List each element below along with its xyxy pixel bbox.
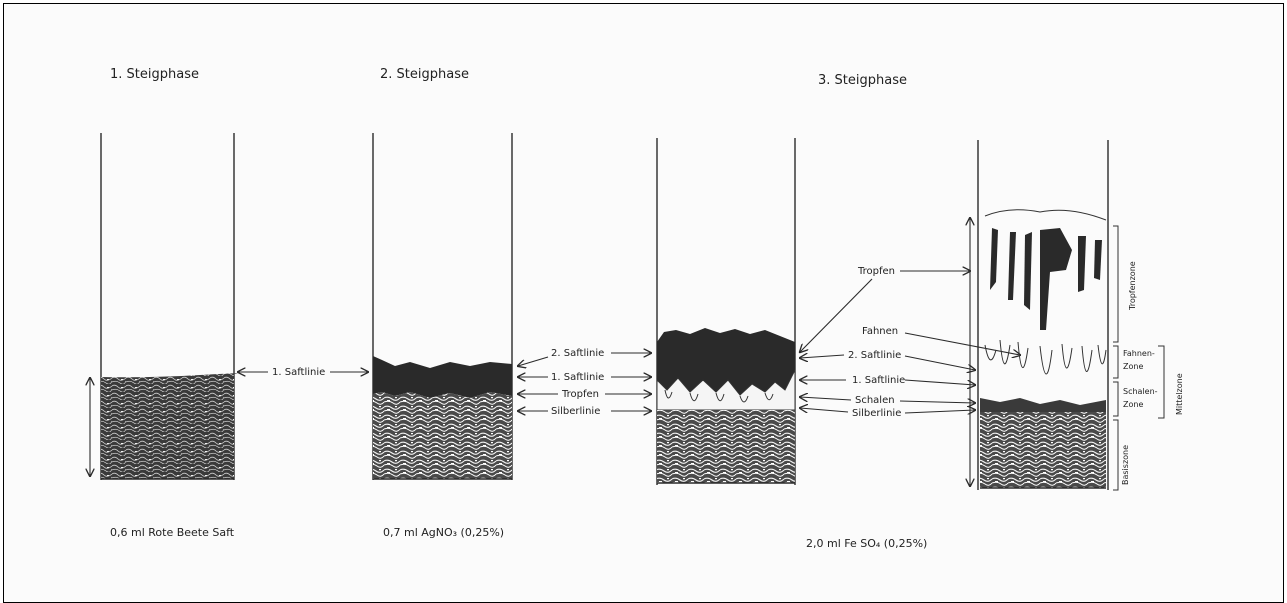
tube4-fill bbox=[980, 412, 1106, 488]
zone-schalen-2: Zone bbox=[1123, 400, 1143, 409]
label-saftlinie2-left: 2. Saftlinie bbox=[551, 348, 604, 359]
tube-4 bbox=[978, 140, 1108, 490]
label-saftlinie1-p1: 1. Saftlinie bbox=[272, 367, 325, 378]
zone-tropfenzone: Tropfenzone bbox=[1128, 261, 1137, 311]
footer-phase1: 0,6 ml Rote Beete Saft bbox=[110, 526, 235, 539]
label-silberlinie-right: Silberlinie bbox=[852, 408, 901, 419]
phase2-title: 2. Steigphase bbox=[380, 67, 469, 82]
tube-2 bbox=[373, 133, 512, 480]
footer-phase2: 0,7 ml AgNO₃ (0,25%) bbox=[383, 526, 504, 539]
tube2-dark-band bbox=[373, 356, 512, 398]
label-tropfen-left: Tropfen bbox=[561, 389, 599, 400]
label-schalen-right: Schalen bbox=[855, 395, 895, 406]
zone-fahnen-1: Fahnen- bbox=[1123, 349, 1155, 358]
label-saftlinie1-right: 1. Saftlinie bbox=[852, 375, 905, 386]
tube2-fill bbox=[373, 392, 512, 479]
footer-phase3: 2,0 ml Fe SO₄ (0,25%) bbox=[806, 537, 927, 550]
label-tropfen-right: Tropfen bbox=[857, 266, 895, 277]
label-saftlinie1-left: 1. Saftlinie bbox=[551, 372, 604, 383]
tube-3 bbox=[657, 138, 795, 485]
zone-fahnen-2: Zone bbox=[1123, 362, 1143, 371]
right-labels: Tropfen Fahnen 2. Saftlinie 1. Saftlinie… bbox=[800, 266, 1020, 419]
tube-1 bbox=[101, 133, 238, 480]
phase1-title: 1. Steigphase bbox=[110, 67, 199, 82]
phase3-title: 3. Steigphase bbox=[818, 73, 907, 88]
label-silberlinie-left: Silberlinie bbox=[551, 406, 600, 417]
tube1-fill bbox=[101, 373, 238, 479]
middle-labels: 2. Saftlinie 1. Saftlinie Tropfen Silber… bbox=[518, 348, 651, 417]
label-fahnen-right: Fahnen bbox=[862, 326, 898, 337]
tube3-fill bbox=[657, 410, 795, 483]
zone-basiszone: Basiszone bbox=[1121, 445, 1130, 485]
zone-mittelzone: Mittelzone bbox=[1175, 373, 1184, 415]
zone-schalen-1: Schalen- bbox=[1123, 387, 1158, 396]
label-saftlinie2-right: 2. Saftlinie bbox=[848, 350, 901, 361]
